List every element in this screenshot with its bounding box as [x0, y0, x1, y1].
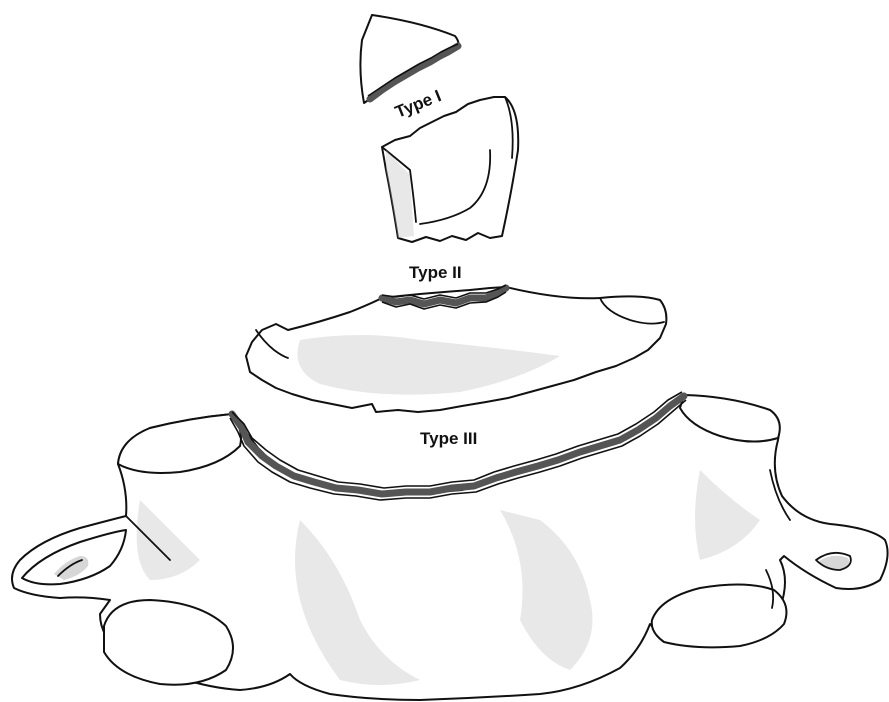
type2-label: Type II — [409, 263, 462, 282]
type1-label: Type I — [392, 86, 444, 122]
type1-tip-fragment — [360, 15, 458, 103]
type2-fragment — [246, 285, 666, 412]
type3-label: Type III — [420, 429, 477, 448]
